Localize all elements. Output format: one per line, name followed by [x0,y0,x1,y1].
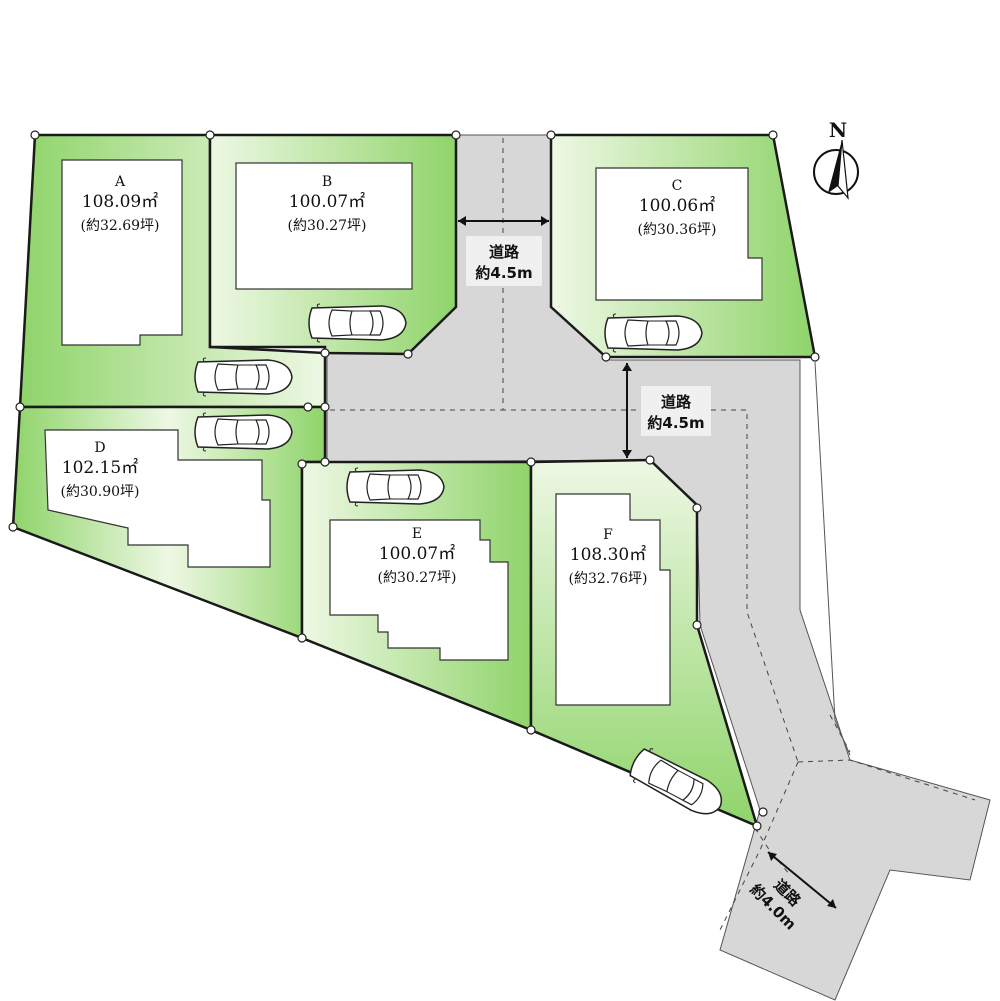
lot-tsubo: (約30.36坪) [637,222,716,238]
road-east-width: 道路 約4.5m [622,363,711,458]
road-label: 道路 [661,393,692,411]
lot-name: E [412,526,422,542]
lot-tsubo: (約32.69坪) [80,218,159,234]
lot-area: 108.09㎡ [82,192,158,212]
road-area [326,134,991,1001]
lot-b-label: B 100.07㎡ (約30.27坪) [287,174,366,234]
lot-name: D [94,440,105,456]
lot-name: A [114,174,126,190]
lot-a-label: A 108.09㎡ (約32.69坪) [80,174,159,234]
lot-area: 100.06㎡ [639,196,715,216]
lot-e-label: E 100.07㎡ (約30.27坪) [377,526,456,586]
boundary-markers [8,130,820,831]
lot-name: B [322,174,332,190]
lot-name: F [603,527,613,543]
lot-d [11,405,327,640]
lot-tsubo: (約30.90坪) [60,484,139,500]
road-width: 約4.5m [647,414,704,432]
lot-b [208,133,458,356]
lot-area: 100.07㎡ [379,544,455,564]
lot-f-label: F 108.30㎡ (約32.76坪) [568,527,647,587]
lot-area: 108.30㎡ [570,545,646,565]
lot-d-label: D 102.15㎡ (約30.90坪) [60,440,139,500]
north-arrow-icon: N [813,118,859,200]
lot-c [549,133,817,359]
road-label: 道路 [489,243,520,261]
lot-area: 100.07㎡ [289,192,365,212]
lot-e [300,460,533,732]
lot-name: C [672,178,683,194]
lot-tsubo: (約30.27坪) [377,570,456,586]
road-width: 約4.5m [475,264,532,282]
lot-tsubo: (約32.76坪) [568,571,647,587]
lot-area: 102.15㎡ [62,458,138,478]
lot-c-label: C 100.06㎡ (約30.36坪) [637,178,716,238]
lot-tsubo: (約30.27坪) [287,218,366,234]
road-north-width: 道路 約4.5m [458,216,549,286]
compass-label: N [829,118,847,142]
